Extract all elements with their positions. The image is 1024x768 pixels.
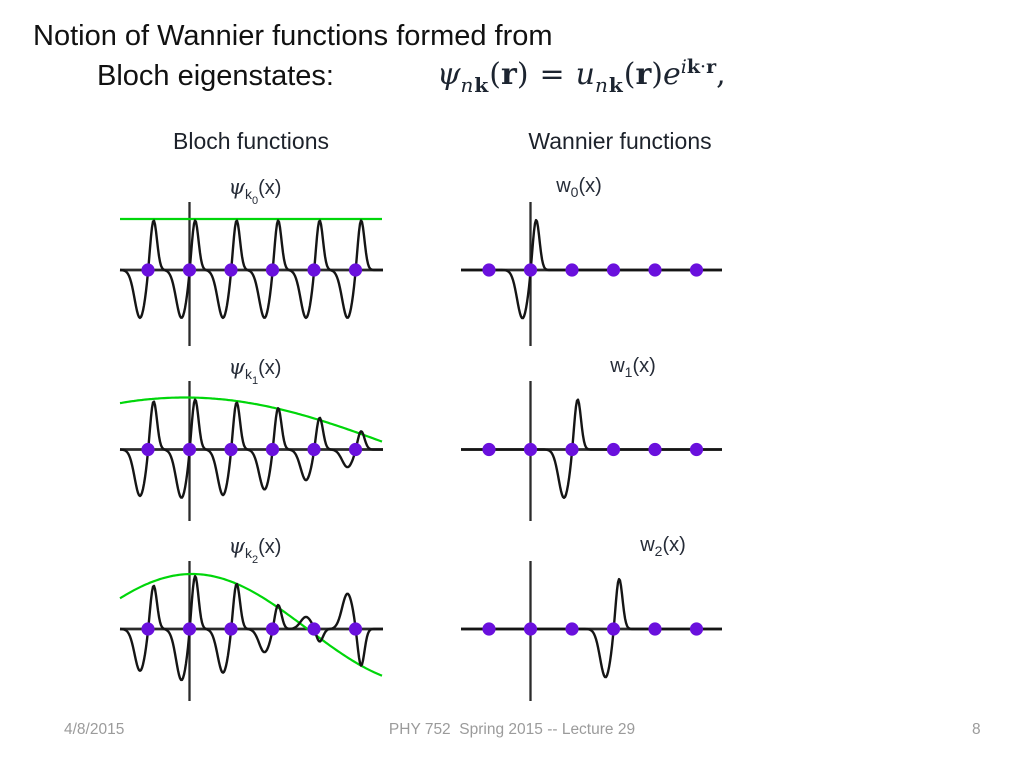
lattice-site-dot	[224, 442, 238, 457]
lattice-site-dot	[182, 442, 197, 457]
wannier-curve	[460, 577, 723, 679]
lattice-site-dot	[523, 263, 538, 277]
lattice-site-dot	[482, 622, 496, 636]
footer-page-number: 8	[972, 721, 981, 738]
column-header-bloch: Bloch functions	[173, 128, 329, 154]
footer-course: PHY 752 Spring 2015 -- Lecture 29	[388, 721, 636, 738]
lattice-site-dot	[648, 442, 662, 457]
lattice-site-dot	[348, 622, 363, 636]
wannier-plot-label-1: w1(x)	[610, 355, 656, 380]
title-line-1: Notion of Wannier functions formed from	[33, 20, 553, 52]
lattice-site-dot	[565, 442, 579, 457]
envelope-curve	[119, 396, 383, 443]
plot-bloch-k1	[119, 381, 384, 521]
lattice-site-dot	[606, 442, 621, 457]
bloch-curve	[119, 575, 384, 682]
lattice-site-dot	[348, 263, 363, 277]
wannier-plot-label-2: w2(x)	[640, 534, 686, 559]
lattice-site-dot	[482, 263, 496, 277]
plot-wannier-2	[460, 561, 723, 701]
lattice-site-dot	[141, 442, 155, 457]
slide-title: Notion of Wannier functions formed from …	[33, 16, 553, 96]
lattice-site-dot	[523, 442, 538, 457]
wannier-curve	[460, 218, 723, 320]
lattice-site-dot	[606, 263, 621, 277]
bloch-plot-label-2: ψk2(x)	[228, 534, 282, 566]
wannier-curve	[460, 398, 723, 499]
lattice-site-dot	[307, 622, 321, 636]
lattice-site-dot	[224, 263, 238, 277]
wannier-plot-label-0: w0(x)	[556, 175, 602, 200]
footer-date: 4/8/2015	[64, 721, 125, 738]
lattice-site-dot	[482, 442, 496, 457]
lattice-site-dot	[265, 263, 280, 277]
bloch-curve	[119, 219, 384, 320]
lattice-site-dot	[182, 263, 197, 277]
lattice-site-dot	[265, 622, 280, 636]
equation-psi: ψ	[437, 57, 461, 92]
bloch-curve	[119, 398, 384, 499]
lattice-site-dot	[565, 622, 579, 636]
lattice-site-dot	[307, 263, 321, 277]
lattice-site-dot	[265, 442, 280, 457]
equation-u: u	[575, 57, 595, 92]
lattice-site-dot	[307, 442, 321, 457]
plot-wannier-1	[460, 381, 723, 521]
lattice-site-dot	[141, 263, 155, 277]
bloch-eigenstate-equation: ψnk(r)=unk(r)eik·r,	[437, 56, 726, 97]
lattice-site-dot	[689, 263, 704, 277]
title-line-2: Bloch eigenstates:	[97, 60, 334, 92]
lattice-site-dot	[606, 622, 621, 636]
lattice-site-dot	[689, 442, 704, 457]
bloch-plot-label-0: ψk0(x)	[228, 175, 282, 207]
lattice-site-dot	[523, 622, 538, 636]
plot-bloch-k2	[119, 561, 384, 701]
lattice-site-dot	[689, 622, 704, 636]
plot-bloch-k0	[119, 202, 384, 346]
lattice-site-dot	[648, 622, 662, 636]
lattice-site-dot	[565, 263, 579, 277]
lattice-site-dot	[182, 622, 197, 636]
lattice-site-dot	[648, 263, 662, 277]
lattice-site-dot	[224, 622, 238, 636]
lattice-site-dot	[348, 442, 363, 457]
envelope-curve	[119, 572, 383, 677]
bloch-plot-label-1: ψk1(x)	[228, 355, 282, 387]
lattice-site-dot	[141, 622, 155, 636]
plot-wannier-0	[460, 202, 723, 346]
column-header-wannier: Wannier functions	[528, 128, 712, 154]
